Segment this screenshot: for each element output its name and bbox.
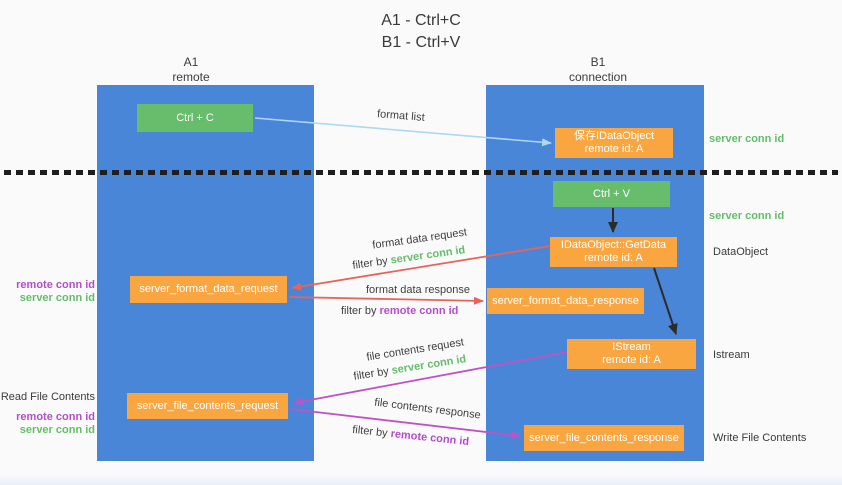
label-remote-conn-id-left-1: remote conn id [16, 279, 95, 291]
annotation-format-list: format list [376, 108, 426, 124]
lifeline-a1-subtitle: remote [172, 70, 210, 84]
node-save-idataobject-line2: remote id: A [584, 143, 644, 155]
lifeline-header-a1: A1 remote [121, 55, 261, 85]
label-server-conn-id-left-2: server conn id [19, 424, 95, 436]
lifeline-a1-title: A1 [183, 55, 199, 69]
filter-by-text: filter by [351, 255, 389, 272]
lifeline-b1-subtitle: connection [568, 70, 628, 84]
filter-by-text: filter by [341, 305, 377, 317]
label-write-file-contents: Write File Contents [713, 432, 807, 444]
node-ctrl-c-label: Ctrl + C [176, 111, 214, 124]
filter-by-text: filter by [351, 423, 389, 440]
node-istream-line2: remote id: A [602, 354, 661, 366]
node-istream: IStream remote id: A [567, 339, 696, 369]
label-read-file-contents: Read File Contents [0, 391, 95, 403]
remote-conn-id-text: remote conn id [390, 427, 470, 449]
label-remote-conn-id-left-2: remote conn id [16, 411, 95, 423]
annotation-filter-by-remote-conn-id-1: filter by remote conn id [341, 305, 458, 317]
annotation-format-data-response: format data response [366, 284, 470, 296]
arrow-format-data-response [288, 296, 484, 305]
label-server-conn-id-right-mid: server conn id [709, 210, 785, 222]
label-istream: Istream [713, 349, 750, 361]
lifeline-b1-title: B1 [590, 55, 606, 69]
remote-conn-id-text: remote conn id [379, 305, 459, 317]
bottom-gradient [0, 475, 842, 485]
node-save-idataobject-line1: 保存IDataObject [573, 130, 655, 142]
node-file-request-label: server_file_contents_request [136, 399, 279, 412]
node-server-file-contents-request: server_file_contents_request [127, 393, 288, 419]
node-server-format-data-request: server_format_data_request [130, 276, 287, 303]
phase-separator-dashed-line [4, 170, 838, 175]
title-line-1: A1 - Ctrl+C [381, 12, 461, 29]
node-ctrl-c: Ctrl + C [137, 104, 253, 132]
node-istream-line1: IStream [612, 341, 651, 353]
annotation-file-contents-response: file contents response [373, 396, 482, 422]
node-ctrl-v-label: Ctrl + V [593, 187, 630, 200]
node-getdata-line1: IDataObject::GetData [560, 239, 667, 251]
node-idataobject-getdata: IDataObject::GetData remote id: A [550, 237, 677, 267]
node-getdata-line2: remote id: A [584, 252, 643, 264]
node-server-format-data-response: server_format_data_response [487, 288, 644, 314]
label-dataobject: DataObject [713, 246, 769, 258]
lifeline-header-b1: B1 connection [528, 55, 668, 85]
node-file-response-label: server_file_contents_response [529, 431, 679, 444]
label-server-conn-id-right-top: server conn id [709, 133, 785, 145]
node-format-request-label: server_format_data_request [139, 283, 278, 295]
annotation-filter-by-server-conn-id-1: filter by server conn id [352, 244, 466, 272]
title-line-2: B1 - Ctrl+V [381, 34, 461, 51]
label-server-conn-id-left-1: server conn id [19, 292, 95, 304]
diagram-title: A1 - Ctrl+C B1 - Ctrl+V [0, 10, 842, 54]
node-ctrl-v: Ctrl + V [553, 181, 670, 207]
node-server-file-contents-response: server_file_contents_response [524, 425, 684, 451]
node-format-response-label: server_format_data_response [492, 294, 639, 307]
node-save-idataobject: 保存IDataObject remote id: A [555, 128, 673, 158]
annotation-filter-by-remote-conn-id-2: filter by remote conn id [352, 424, 470, 448]
filter-by-text: filter by [352, 365, 390, 383]
